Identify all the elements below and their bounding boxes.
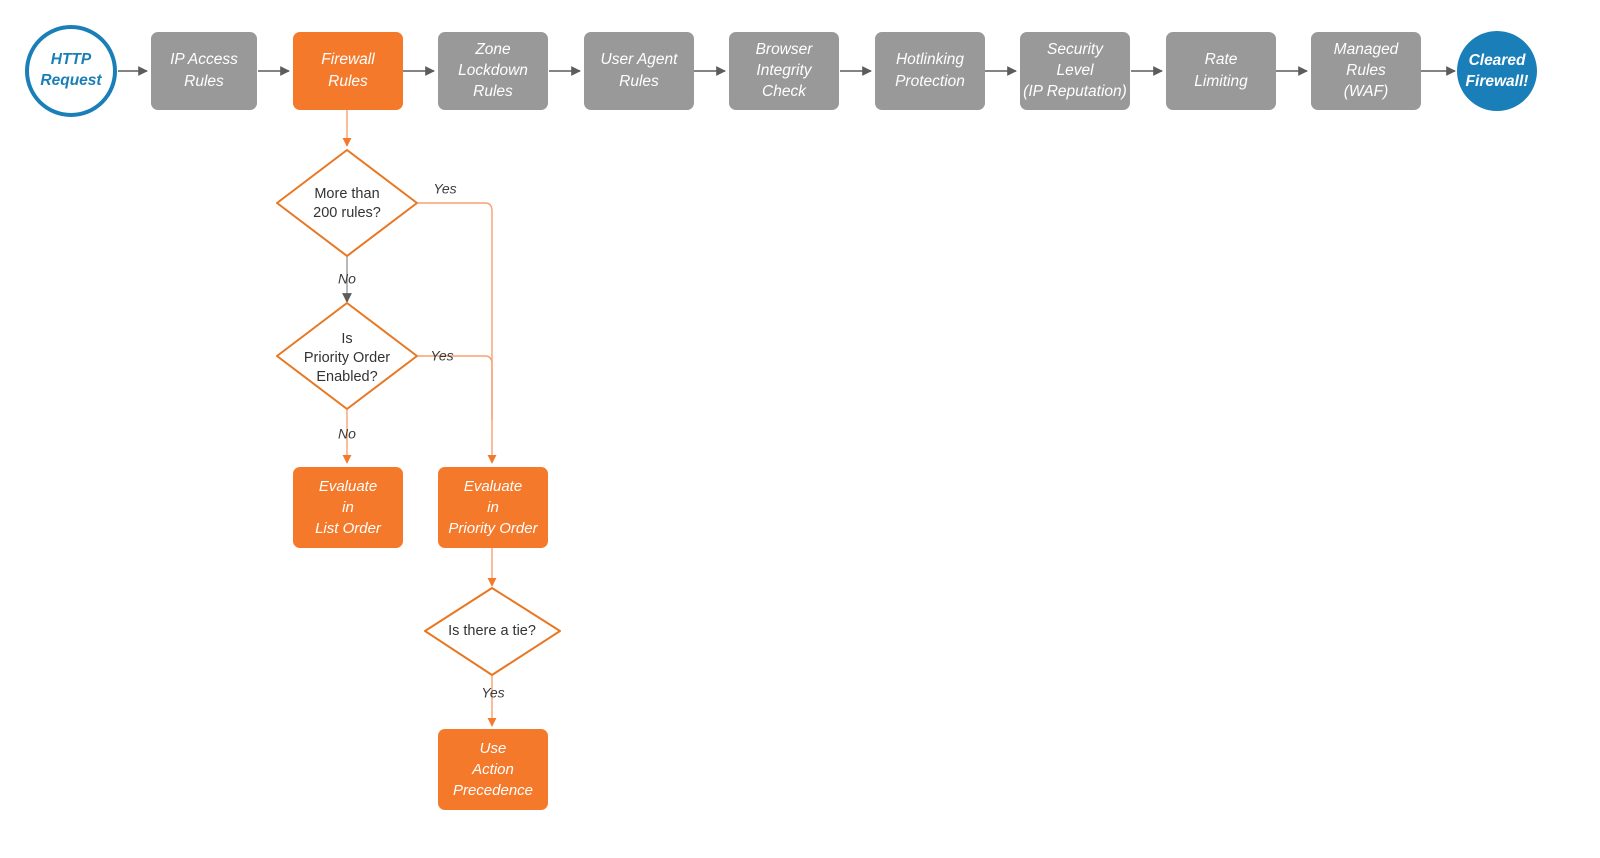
node-use-action-precedence[interactable]: Use Action Precedence (438, 729, 548, 810)
http-request-line2: Request (40, 72, 102, 89)
security-level-line2: Level (1056, 62, 1094, 79)
managed-rules-waf-line2: Rules (1346, 62, 1386, 79)
user-agent-rules-line2: Rules (619, 73, 659, 90)
managed-rules-waf-line1: Managed (1334, 41, 1400, 58)
node-browser-integrity-check[interactable]: Browser Integrity Check (729, 32, 839, 110)
node-firewall-rules[interactable]: Firewall Rules (293, 32, 403, 110)
zone-lockdown-rules-line3: Rules (473, 83, 513, 100)
node-evaluate-in-list-order[interactable]: Evaluate in List Order (293, 467, 403, 548)
edge-label-no-200-rules: No (338, 271, 356, 287)
edge-label-yes-200-rules: Yes (433, 181, 456, 197)
user-agent-rules-line1: User Agent (601, 51, 679, 68)
cleared-firewall-line1: Cleared (1469, 52, 1526, 69)
is-priority-order-enabled-line1: Is (341, 331, 352, 347)
rate-limiting-line1: Rate (1205, 51, 1238, 68)
node-cleared-firewall[interactable]: Cleared Firewall! (1457, 31, 1537, 111)
more-than-200-rules-line2: 200 rules? (313, 205, 381, 221)
hotlinking-protection-box[interactable] (875, 32, 985, 110)
node-http-request[interactable]: HTTP Request (25, 25, 117, 117)
http-request-circle[interactable] (25, 25, 117, 117)
node-more-than-200-rules[interactable]: More than 200 rules? (276, 149, 418, 257)
user-agent-rules-box[interactable] (584, 32, 694, 110)
node-is-priority-order-enabled[interactable]: Is Priority Order Enabled? (276, 302, 418, 410)
node-user-agent-rules[interactable]: User Agent Rules (584, 32, 694, 110)
security-level-box[interactable] (1020, 32, 1130, 110)
node-ip-access-rules[interactable]: IP Access Rules (151, 32, 257, 110)
node-evaluate-in-priority-order[interactable]: Evaluate in Priority Order (438, 467, 548, 548)
more-than-200-rules-line1: More than (314, 186, 379, 202)
is-there-a-tie-line1: Is there a tie? (448, 623, 536, 639)
evaluate-in-list-order-line2: in (342, 499, 354, 516)
browser-integrity-check-box[interactable] (729, 32, 839, 110)
ip-access-rules-line1: IP Access (170, 51, 238, 68)
node-zone-lockdown-rules[interactable]: Zone Lockdown Rules (438, 32, 548, 110)
ip-access-rules-box[interactable] (151, 32, 257, 110)
evaluate-in-priority-order-line1: Evaluate (464, 478, 522, 495)
evaluate-in-list-order-line1: Evaluate (319, 478, 377, 495)
browser-integrity-check-line2: Integrity (756, 62, 812, 79)
hotlinking-protection-line2: Protection (895, 73, 965, 90)
browser-integrity-check-line3: Check (762, 83, 807, 100)
firewall-rules-line2: Rules (328, 73, 368, 90)
ip-access-rules-line2: Rules (184, 73, 224, 90)
cleared-firewall-line2: Firewall! (1466, 73, 1529, 90)
evaluate-in-list-order-line3: List Order (315, 520, 382, 537)
rate-limiting-line2: Limiting (1194, 73, 1248, 90)
node-is-there-a-tie[interactable]: Is there a tie? (424, 587, 561, 676)
is-priority-order-enabled-line3: Enabled? (316, 369, 377, 385)
zone-lockdown-rules-box[interactable] (438, 32, 548, 110)
use-action-precedence-line1: Use (480, 740, 507, 757)
use-action-precedence-line2: Action (471, 761, 514, 778)
security-level-line3: (IP Reputation) (1023, 83, 1127, 100)
node-managed-rules-waf[interactable]: Managed Rules (WAF) (1311, 32, 1421, 110)
evaluate-in-priority-order-line3: Priority Order (448, 520, 538, 537)
use-action-precedence-line3: Precedence (453, 782, 533, 799)
node-hotlinking-protection[interactable]: Hotlinking Protection (875, 32, 985, 110)
more-than-200-rules-diamond[interactable] (276, 149, 418, 257)
evaluate-in-priority-order-line2: in (487, 499, 499, 516)
branch-connectors (342, 110, 497, 727)
is-priority-order-enabled-diamond[interactable] (276, 302, 418, 410)
zone-lockdown-rules-line2: Lockdown (458, 62, 528, 79)
browser-integrity-check-line1: Browser (756, 41, 814, 58)
is-there-a-tie-diamond[interactable] (424, 587, 561, 676)
node-rate-limiting[interactable]: Rate Limiting (1166, 32, 1276, 110)
firewall-rules-line1: Firewall (321, 51, 375, 68)
connector-decision1-yes-to-priority-order (418, 202, 497, 464)
use-action-precedence-box[interactable] (438, 729, 548, 810)
managed-rules-waf-line3: (WAF) (1344, 83, 1388, 100)
edge-label-no-priority-order: No (338, 426, 356, 442)
is-priority-order-enabled-line2: Priority Order (304, 350, 390, 366)
http-request-line1: HTTP (51, 51, 92, 68)
node-security-level[interactable]: Security Level (IP Reputation) (1020, 32, 1130, 110)
evaluate-in-priority-order-box[interactable] (438, 467, 548, 548)
zone-lockdown-rules-line1: Zone (474, 41, 511, 58)
evaluate-in-list-order-box[interactable] (293, 467, 403, 548)
managed-rules-waf-box[interactable] (1311, 32, 1421, 110)
connector-decision2-yes-to-priority-order (418, 355, 493, 420)
cleared-firewall-circle[interactable] (1457, 31, 1537, 111)
security-level-line1: Security (1047, 41, 1104, 58)
edge-label-yes-priority-order: Yes (430, 348, 453, 364)
hotlinking-protection-line1: Hotlinking (896, 51, 964, 68)
edge-label-yes-tie: Yes (481, 685, 504, 701)
firewall-rules-box[interactable] (293, 32, 403, 110)
rate-limiting-box[interactable] (1166, 32, 1276, 110)
